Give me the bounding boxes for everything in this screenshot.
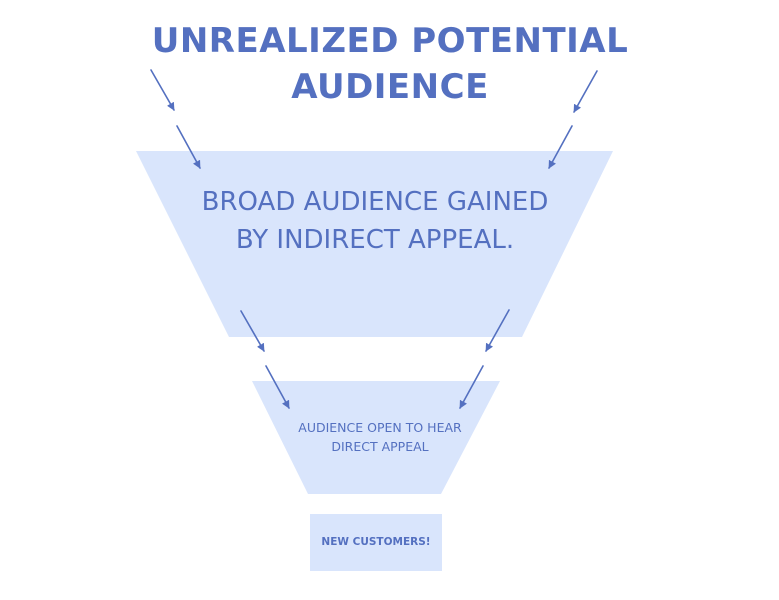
tier-customers-label: NEW CUSTOMERS! xyxy=(321,536,431,548)
arrow-mid-right-lower xyxy=(459,365,484,409)
arrow-mid-left-lower xyxy=(265,365,290,409)
tier-broad-label-line-1: BROAD AUDIENCE GAINED xyxy=(201,187,549,217)
funnel-tier-open xyxy=(252,381,500,494)
tier-broad-label: BROAD AUDIENCE GAINED BY INDIRECT APPEAL… xyxy=(150,183,600,259)
funnel-tier-broad xyxy=(136,151,613,337)
arrow-mid-right-upper xyxy=(485,309,510,352)
tier-open-label: AUDIENCE OPEN TO HEAR DIRECT APPEAL xyxy=(270,418,490,456)
tier-broad-label-line-2: BY INDIRECT APPEAL. xyxy=(235,225,515,255)
arrow-top-right-lower xyxy=(548,125,573,169)
arrow-top-left-upper xyxy=(150,69,175,111)
funnel-title: UNREALIZED POTENTIAL AUDIENCE xyxy=(80,18,700,110)
arrow-mid-left-upper xyxy=(240,310,265,352)
funnel-title-line-2: AUDIENCE xyxy=(291,67,489,107)
funnel-tier-customers xyxy=(310,514,442,571)
funnel-title-line-1: UNREALIZED POTENTIAL xyxy=(151,21,629,61)
tier-open-label-line-2: DIRECT APPEAL xyxy=(331,439,429,454)
arrow-top-left-lower xyxy=(176,125,201,169)
tier-open-label-line-1: AUDIENCE OPEN TO HEAR xyxy=(298,420,462,435)
arrow-top-right-upper xyxy=(573,70,598,113)
